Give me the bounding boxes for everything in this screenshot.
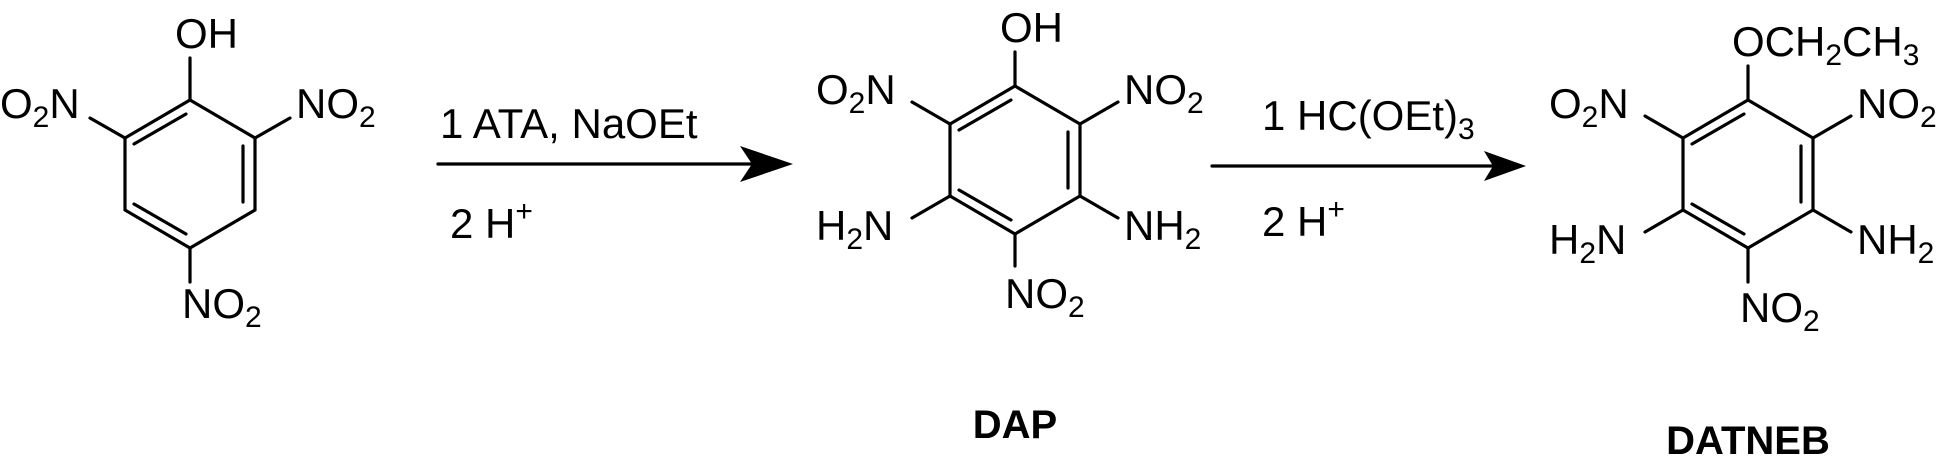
- datneb-no2-left-bond: [1643, 114, 1685, 140]
- dap-double-bond-1: [957, 98, 1013, 132]
- datneb-no2-left-label: O2N: [1549, 80, 1629, 134]
- dap-no2-right-label: NO2: [1124, 66, 1204, 120]
- step2-reagent-label: 1 HC(OEt)3: [1262, 92, 1475, 146]
- reactant-no2-left-bond: [88, 116, 127, 140]
- dap-molecule: OH O2N NO2 H2N NH2 NO2 DAP: [816, 4, 1204, 447]
- dap-oh-label: OH: [1000, 4, 1063, 51]
- reaction-arrow-1: 1 ATA, NaOEt 2 H+: [436, 100, 793, 247]
- arrow-2-head: [1484, 151, 1526, 181]
- datneb-nh2-left-bond: [1643, 208, 1685, 234]
- datneb-nh2-left-label: H2N: [1549, 216, 1626, 270]
- step2-acid-label: 2 H+: [1262, 193, 1345, 245]
- dap-nh2-right-label: NH2: [1124, 202, 1201, 256]
- reactant-no2-right-bond: [253, 116, 292, 140]
- reactant-double-bond-1: [132, 112, 188, 146]
- datneb-double-bond-1: [1690, 112, 1746, 146]
- dap-no2-right-bond: [1078, 100, 1120, 126]
- datneb-compound-name: DATNEB: [1666, 419, 1830, 458]
- arrow-1-head: [740, 146, 793, 182]
- dap-double-bond-3: [957, 188, 1013, 222]
- dap-no2-left-bond: [910, 100, 952, 126]
- datneb-no2-right-label: NO2: [1857, 80, 1937, 134]
- dap-no2-left-label: O2N: [816, 66, 896, 120]
- datneb-no2-right-bond: [1811, 114, 1853, 140]
- datneb-nh2-right-label: NH2: [1857, 216, 1934, 270]
- dap-compound-name: DAP: [973, 403, 1057, 447]
- dap-nh2-right-bond: [1078, 194, 1120, 220]
- datneb-double-bond-3: [1690, 202, 1746, 236]
- step1-acid-label: 2 H+: [450, 195, 533, 247]
- reactant-double-bond-3: [132, 202, 188, 236]
- dap-nh2-left-label: H2N: [816, 202, 893, 256]
- dap-nh2-left-bond: [910, 194, 952, 220]
- reactant-oh-label: OH: [175, 10, 238, 57]
- reactant-no2-right-label: NO2: [296, 80, 376, 134]
- datneb-nh2-right-bond: [1811, 208, 1853, 234]
- datneb-molecule: OCH2CH3 O2N NO2 H2N NH2 NO2 DATNEB: [1549, 18, 1937, 458]
- reactant-no2-left-label: O2N: [0, 80, 80, 134]
- reaction-arrow-2: 1 HC(OEt)3 2 H+: [1210, 92, 1526, 245]
- reactant-no2-bottom-label: NO2: [182, 280, 262, 334]
- datneb-no2-bottom-label: NO2: [1740, 284, 1820, 338]
- step1-reagent-label: 1 ATA, NaOEt: [440, 100, 698, 147]
- datneb-oet-label: OCH2CH3: [1732, 18, 1919, 72]
- reactant-ring: [123, 98, 257, 250]
- datneb-ring: [1681, 98, 1815, 250]
- dap-ring: [948, 84, 1082, 236]
- dap-no2-bottom-label: NO2: [1005, 270, 1085, 324]
- reactant-molecule: OH O2N NO2 NO2: [0, 10, 376, 334]
